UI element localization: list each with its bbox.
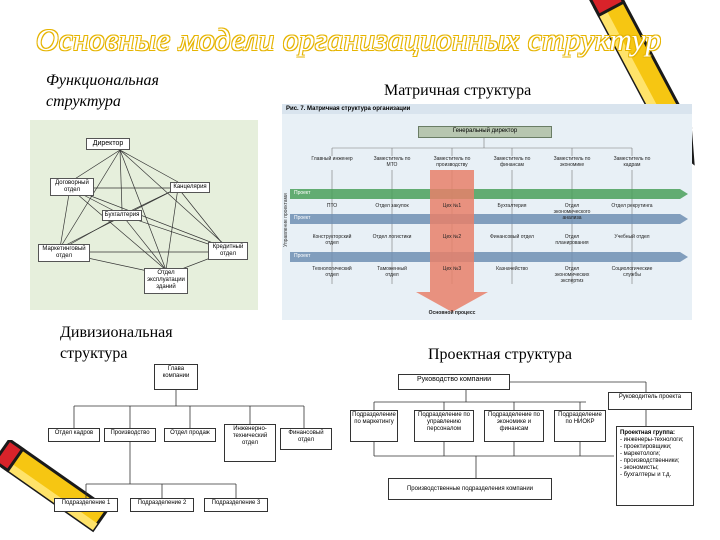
divisional-dept-2: Производство bbox=[104, 428, 156, 442]
node-credit: Кредитный отдел bbox=[208, 242, 248, 260]
project-caption: Проектная структура bbox=[428, 346, 572, 363]
general-director-box: Генеральный директор bbox=[418, 126, 552, 138]
divisional-dept-5: Финансовый отдел bbox=[280, 428, 332, 450]
matrix-r2-c2: Отдел логистики bbox=[372, 234, 412, 240]
matrix-r3-c5: Отдел экономических экспертиз bbox=[554, 266, 590, 284]
functional-diagram: Директор Договорный отдел Канцелярия Бух… bbox=[30, 120, 258, 310]
divisional-division-2: Подразделение 2 bbox=[130, 498, 194, 512]
matrix-r1-c4: Бухгалтерия bbox=[497, 203, 527, 209]
divisional-diagram: Глава компании Отдел кадров Производство… bbox=[46, 362, 336, 522]
matrix-r1-c3: Цех №1 bbox=[442, 203, 462, 209]
project-unit-1: Подразделение по маркетингу bbox=[350, 410, 398, 442]
divisional-dept-1: Отдел кадров bbox=[48, 428, 100, 442]
divisional-dept-4: Инженерно-технический отдел bbox=[224, 424, 276, 462]
project-team-title: Проектная группа: bbox=[620, 430, 676, 436]
matrix-r2-c4: Финансовый отдел bbox=[490, 234, 534, 240]
project-unit-3: Подразделение по экономике и финансам bbox=[484, 410, 544, 442]
matrix-r3-c2: Таможенный отдел bbox=[377, 266, 407, 278]
matrix-r1-c6: Отдел рекрутинга bbox=[611, 203, 653, 209]
matrix-r1-c1: ПТО bbox=[326, 203, 338, 209]
divisional-head: Глава компании bbox=[154, 364, 198, 390]
matrix-r3-c4: Казначейство bbox=[496, 266, 528, 272]
matrix-r2-c1: Конструкторский отдел bbox=[312, 234, 352, 246]
functional-caption: Функциональная структура bbox=[46, 72, 159, 110]
matrix-r2-c5: Отдел планирования bbox=[555, 234, 589, 246]
matrix-process-label: Основной процесс bbox=[428, 310, 476, 316]
project-team-member-3: - маркетологи; bbox=[620, 451, 661, 457]
divisional-caption: Дивизиональная структура bbox=[60, 324, 173, 362]
node-marketing: Маркетинговый отдел bbox=[38, 244, 90, 262]
project-bottom: Производственные подразделения компании bbox=[388, 478, 552, 500]
matrix-head-5: Заместитель по экономике bbox=[553, 156, 591, 168]
matrix-lines bbox=[290, 137, 688, 312]
matrix-diagram: Рис. 7. Матричная структура организации … bbox=[282, 104, 692, 320]
project-team-member-5: - экономисты; bbox=[620, 465, 659, 471]
project-unit-4: Подразделение по НИОКР bbox=[554, 410, 606, 442]
node-contracts: Договорный отдел bbox=[50, 178, 94, 196]
matrix-project-label-3: Проект bbox=[294, 253, 311, 259]
matrix-r1-c2: Отдел закупок bbox=[375, 203, 409, 209]
node-operations: Отдел эксплуатации зданий bbox=[144, 268, 188, 294]
matrix-head-1: Главный инженер bbox=[311, 156, 353, 162]
matrix-head-3: Заместитель по производству bbox=[433, 156, 471, 168]
node-director: Директор bbox=[86, 138, 130, 150]
project-head: Руководство компании bbox=[398, 374, 510, 390]
project-diagram: Руководство компании Подразделение по ма… bbox=[346, 370, 696, 510]
matrix-caption: Матричная структура bbox=[384, 82, 532, 99]
matrix-head-6: Заместитель по кадрам bbox=[613, 156, 651, 168]
matrix-project-label-2: Проект bbox=[294, 215, 311, 221]
project-unit-2: Подразделение по управлению персоналом bbox=[414, 410, 474, 442]
matrix-head-4: Заместитель по финансам bbox=[493, 156, 531, 168]
project-team-member-6: - бухгалтеры и т.д. bbox=[620, 472, 672, 478]
slide-title: Основные модели организационных структур bbox=[36, 22, 662, 57]
matrix-r2-c6: Учебный отдел bbox=[614, 234, 650, 240]
divisional-lines bbox=[73, 390, 305, 498]
project-team-member-2: - проектировщики; bbox=[620, 444, 672, 450]
matrix-r3-c3: Цех №3 bbox=[442, 266, 462, 272]
project-manager: Руководитель проекта bbox=[608, 392, 692, 410]
matrix-head-2: Заместитель по МТО bbox=[373, 156, 411, 168]
matrix-r1-c5: Отдел экономического анализа bbox=[553, 203, 591, 221]
matrix-figure-title: Рис. 7. Матричная структура организации bbox=[282, 104, 692, 114]
node-office: Канцелярия bbox=[170, 182, 210, 193]
project-lines bbox=[373, 381, 647, 478]
project-team: Проектная группа: - инженеры-технологи; … bbox=[616, 426, 694, 506]
matrix-side-label: Управление проектами bbox=[283, 193, 289, 247]
project-team-member-4: - производственники; bbox=[620, 458, 680, 464]
matrix-r3-c6: Социологические службы bbox=[611, 266, 653, 278]
project-team-member-1: - инженеры-технологи; bbox=[620, 437, 684, 443]
divisional-dept-3: Отдел продаж bbox=[164, 428, 216, 442]
matrix-r3-c1: Технологический отдел bbox=[312, 266, 352, 278]
divisional-division-1: Подразделение 1 bbox=[54, 498, 118, 512]
divisional-division-3: Подразделение 3 bbox=[204, 498, 268, 512]
node-accounting: Бухгалтерия bbox=[102, 210, 142, 221]
matrix-r2-c3: Цех №2 bbox=[442, 234, 462, 240]
matrix-project-label-1: Проект bbox=[294, 190, 311, 196]
